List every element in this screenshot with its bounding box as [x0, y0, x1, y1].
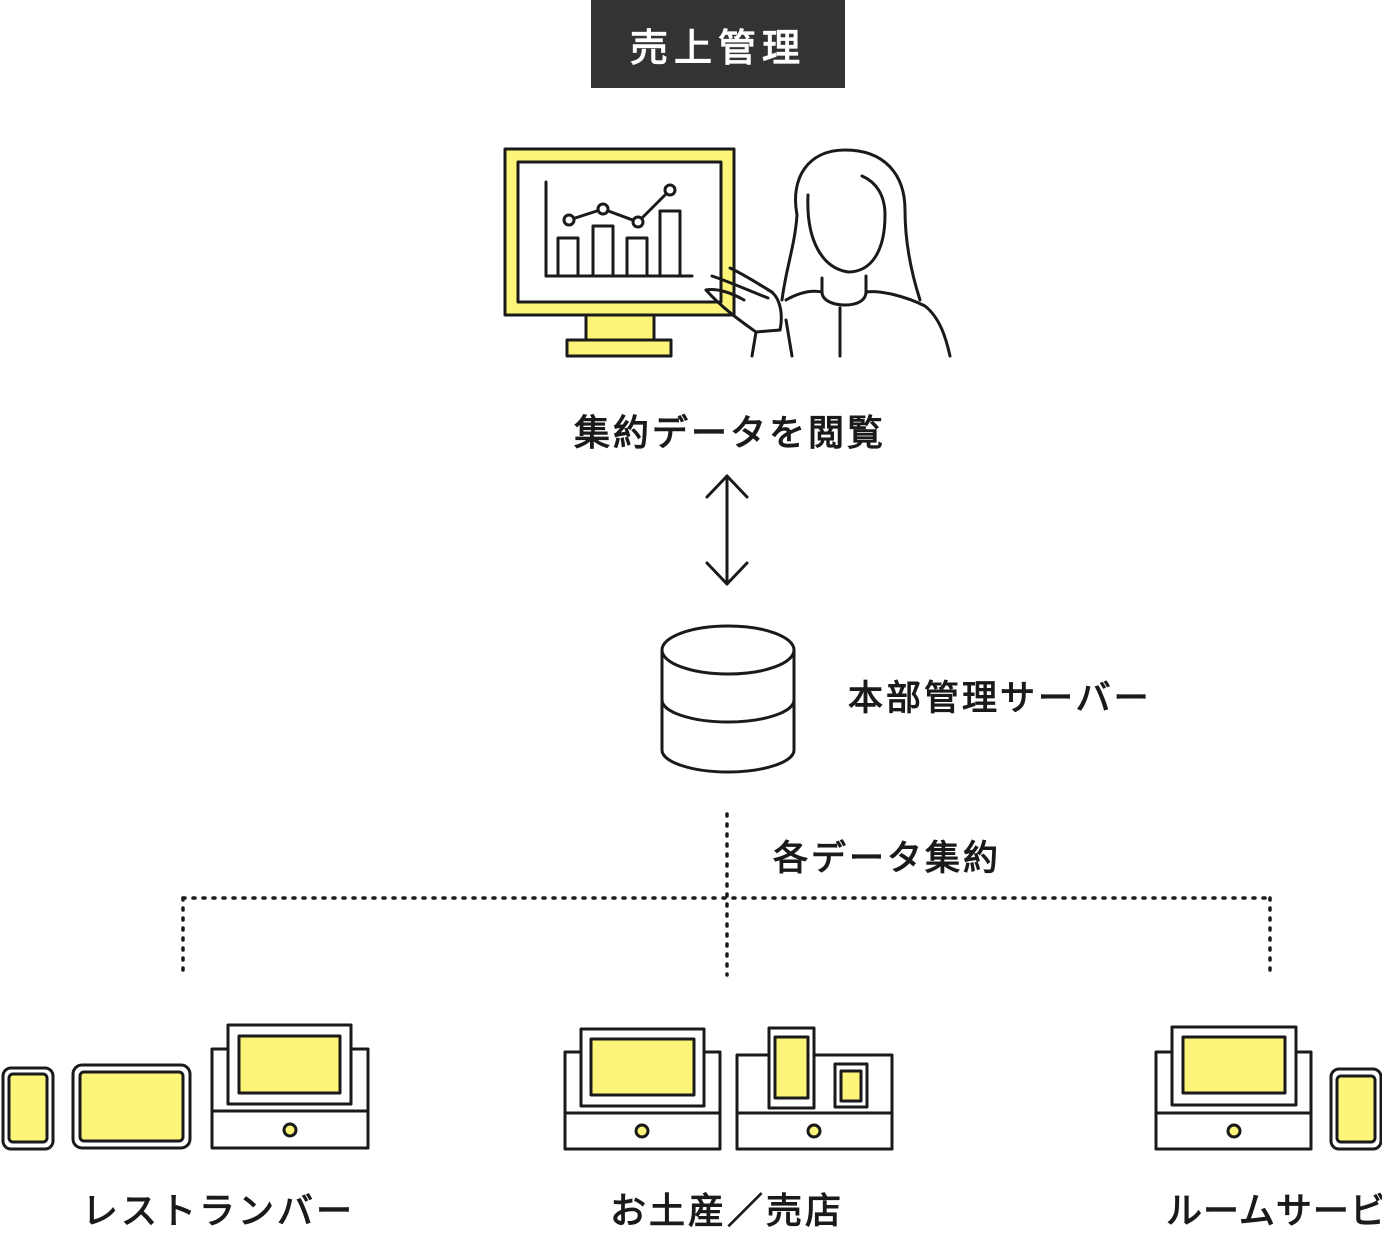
branch-label-restaurant-bar: レストランバー	[82, 1191, 356, 1232]
restaurant-bar-devices-icon	[1, 1023, 370, 1151]
room-service-devices-icon	[1154, 1025, 1382, 1151]
page-title: 売上管理	[591, 0, 845, 88]
aggregation-label: 各データ集約	[773, 839, 1002, 879]
bidirectional-arrow-icon	[705, 474, 749, 586]
analytics-monitor-icon	[503, 147, 736, 358]
branch-label-souvenir-shop: お土産／売店	[610, 1191, 845, 1232]
aggregation-connectors	[181, 812, 1272, 980]
presenter-person-icon	[704, 148, 952, 358]
viewer-label: 集約データを閲覧	[574, 413, 887, 454]
server-label: 本部管理サーバー	[848, 679, 1152, 719]
database-icon	[660, 624, 796, 774]
branch-label-room-service: ルームサービス	[1166, 1191, 1382, 1232]
souvenir-shop-devices-icon	[563, 1026, 894, 1151]
